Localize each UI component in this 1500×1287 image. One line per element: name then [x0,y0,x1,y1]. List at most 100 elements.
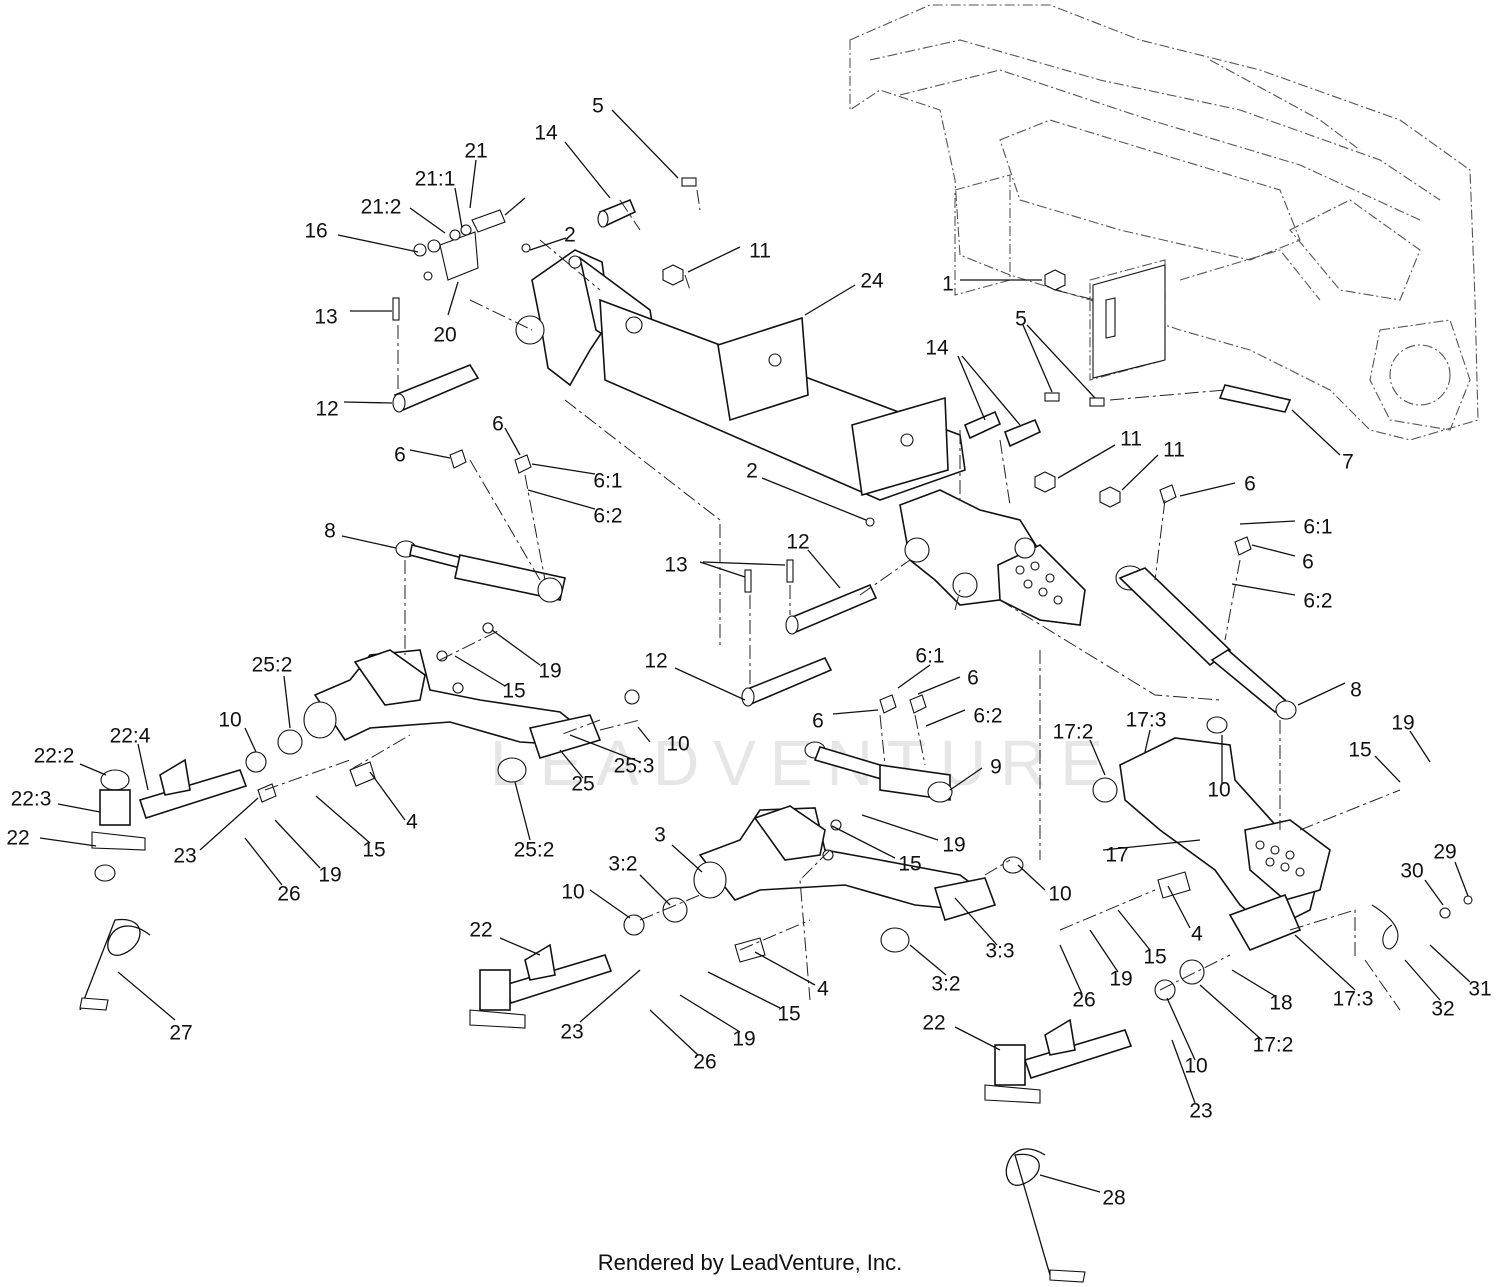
hydraulic-cylinder-left [395,449,566,603]
callout-label: 3:2 [931,973,960,996]
callout-label: 16 [304,220,327,243]
callout-label: 3 [654,824,666,847]
callout-label: 23 [1189,1100,1212,1123]
callout-label: 15 [1143,946,1166,969]
callout-label: 32 [1431,998,1454,1021]
callout-label: 6:1 [915,645,944,668]
callout-label: 5 [1015,308,1027,331]
callout-label: 6 [1302,551,1314,574]
callout-label: 26 [1072,989,1095,1012]
front-axle-bracket [515,249,1086,626]
callout-label: 6 [492,413,504,436]
callout-label: 12 [315,398,338,421]
callout-label: 15 [1348,739,1371,762]
callout-label: 22 [6,827,29,850]
callout-label: 11 [1120,428,1142,451]
callout-label: 1 [942,273,954,296]
callout-label: 17:3 [1333,988,1374,1011]
callout-label: 6:2 [1303,590,1332,613]
callout-label: 8 [1350,679,1362,702]
callout-label: 8 [324,520,336,543]
callout-label: 23 [560,1021,583,1044]
callout-label: 21 [464,140,487,163]
callout-label: 6:1 [1303,516,1332,539]
chain-32 [1364,895,1473,1011]
callout-label: 17:2 [1053,721,1094,744]
callout-label: 13 [664,554,687,577]
callout-label: 12 [644,650,667,673]
callout-label: 19 [538,660,561,683]
callout-label: 10 [1207,779,1230,802]
callout-label: 31 [1468,978,1491,1001]
callout-label: 12 [786,531,809,554]
caster-fork-center [469,943,613,1029]
sensor-bracket [413,197,526,281]
callout-label: 22:4 [110,725,151,748]
callout-label: 10 [218,709,241,732]
callout-label: 23 [173,845,196,868]
deck-arm-right-17 [1092,716,1331,1001]
deck-arm-center-3 [623,805,1024,963]
callout-label: 17:3 [1126,709,1167,732]
callout-label: 15 [898,853,921,876]
callout-label: 14 [534,122,558,145]
callout-label: 10 [1184,1055,1207,1078]
callout-label: 4 [1191,923,1203,946]
callout-label: 6 [967,667,979,690]
callout-label: 26 [693,1051,716,1074]
callout-label: 10 [666,733,689,756]
callout-label: 28 [1102,1187,1125,1210]
callout-label: 25:3 [614,755,655,778]
tractor-frame-outline [849,4,1479,441]
callout-label: 27 [169,1022,192,1045]
callout-label: 11 [749,240,771,263]
callout-label: 22 [469,919,492,942]
callout-label: 3:2 [608,853,637,876]
caster-fork-right [984,1018,1133,1104]
hair-pin-27 [79,918,151,1011]
hair-pin-28 [1005,1148,1086,1283]
callout-label: 21:2 [361,196,402,219]
footer-credit: Rendered by LeadVenture, Inc. [597,1250,903,1275]
callout-label: 6:2 [593,505,622,528]
callout-label: 3:3 [985,940,1014,963]
callout-label: 26 [277,883,300,906]
callout-label: 22:3 [11,788,52,811]
callout-label: 2 [746,460,758,483]
callout-label: 10 [1048,883,1071,906]
leader-lines [39,109,1471,1193]
callout-label: 17:2 [1253,1034,1294,1057]
callout-label: 2 [564,224,576,247]
callout-label: 6 [394,444,406,467]
caster-fork-left [91,758,248,882]
callout-label: 7 [1342,451,1354,474]
callout-label: 6:2 [973,705,1002,728]
callout-label: 15 [777,1003,800,1026]
callout-label: 20 [433,324,456,347]
callout-label: 9 [990,756,1002,779]
callout-label: 6:1 [593,470,622,493]
deck-arm-left-25 [245,622,640,803]
callout-label: 21:1 [415,168,456,191]
callout-label: 18 [1269,992,1292,1015]
callout-label: 22 [922,1012,945,1035]
frame-bracket [1092,264,1166,379]
callout-label: 17 [1105,844,1128,867]
callout-label: 15 [362,839,385,862]
callout-label: 4 [817,978,829,1001]
pins-and-hardware [392,177,1292,707]
callout-label: 6 [1244,473,1256,496]
callout-label: 29 [1433,841,1456,864]
callout-label: 30 [1400,860,1423,883]
callout-label: 11 [1163,439,1185,462]
callout-label: 5 [592,95,604,118]
callout-label: 19 [942,834,965,857]
callout-label: 19 [318,864,341,887]
tie-rod-9 [804,694,953,803]
callout-label: 19 [1391,712,1414,735]
hydraulic-cylinder-right [1115,484,1297,720]
callout-label: 10 [561,881,584,904]
callout-label: 22:2 [34,745,75,768]
